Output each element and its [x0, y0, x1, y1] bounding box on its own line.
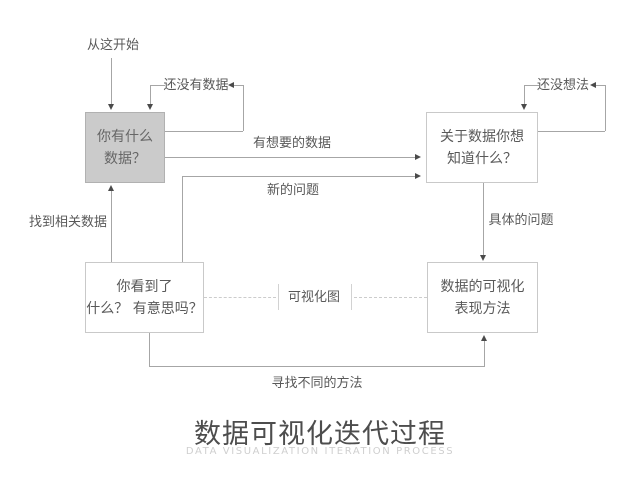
node-want-to-know: 关于数据你想 知道什么？: [426, 112, 538, 183]
label-new-question: 新的问题: [266, 183, 320, 198]
vischart-tick-right: [351, 284, 352, 310]
edge-specific-question: [483, 183, 484, 255]
label-find-different-method: 寻找不同的方法: [271, 376, 363, 391]
edge-noidea-out: [538, 131, 605, 132]
edge-vischart-dash-right: [354, 297, 427, 298]
edge-nodata-fromlabel: [150, 85, 165, 86]
edge-new-question-across: [182, 176, 415, 177]
node-have-data: 你有什么 数据？: [85, 112, 165, 183]
arrowhead-find-different-up-icon: [481, 335, 487, 341]
edge-find-different-up: [484, 341, 485, 366]
edge-vischart-dash-left: [204, 297, 276, 298]
node-want-to-know-line2: 知道什么？: [447, 150, 517, 167]
edge-find-related: [111, 191, 112, 262]
node-vis-method: 数据的可视化 表现方法: [427, 262, 538, 333]
page-subtitle: DATA VISUALIZATION ITERATION PROCESS: [185, 446, 455, 457]
arrowhead-noidea-down-icon: [521, 104, 527, 110]
edge-nodata-up: [243, 85, 244, 131]
arrowhead-nodata-down-icon: [147, 104, 153, 110]
arrowhead-noidea-left-icon: [590, 82, 596, 88]
label-no-data-yet: 还没有数据: [163, 78, 229, 93]
node-want-to-know-line1: 关于数据你想: [440, 128, 524, 145]
node-vis-method-line1: 数据的可视化: [440, 278, 525, 295]
edge-find-different-across: [149, 366, 485, 367]
arrowhead-new-question-right-icon: [415, 173, 421, 179]
label-specific-question: 具体的问题: [488, 213, 554, 228]
arrowhead-nodata-left-icon: [228, 82, 234, 88]
node-have-data-line2: 数据？: [104, 150, 146, 167]
edge-nodata-out: [165, 131, 243, 132]
edge-start-line: [111, 58, 112, 104]
label-find-related-data: 找到相关数据: [28, 215, 108, 230]
edge-noidea-fromlabel: [524, 85, 539, 86]
node-have-data-line1: 你有什么: [97, 128, 153, 145]
node-vis-method-line2: 表现方法: [454, 300, 511, 317]
edge-find-different-down: [149, 333, 150, 366]
edge-noidea-toplabel: [596, 85, 605, 86]
label-have-wanted-data: 有想要的数据: [252, 136, 332, 151]
vischart-tick-left: [278, 284, 279, 310]
label-visualization-chart: 可视化图: [287, 290, 341, 305]
edge-have-wanted-data: [165, 157, 415, 158]
edge-noidea-up: [605, 85, 606, 131]
page-title: 数据可视化迭代过程: [194, 419, 446, 450]
node-what-see-line1: 你看到了: [116, 278, 173, 295]
edge-noidea-down: [524, 85, 525, 104]
arrowhead-have-wanted-right-icon: [415, 154, 421, 160]
arrowhead-find-related-up-icon: [108, 185, 114, 191]
arrowhead-specific-down-icon: [480, 255, 486, 261]
label-start: 从这开始: [86, 38, 140, 53]
edge-new-question-up: [182, 176, 183, 262]
edge-nodata-down: [150, 85, 151, 104]
arrowhead-start-down-icon: [108, 104, 114, 110]
node-what-see: 你看到了 什么？ 有意思吗？: [85, 262, 204, 333]
edge-nodata-toplabel: [234, 85, 243, 86]
label-no-idea-yet: 还没想法: [536, 78, 590, 93]
node-what-see-line2: 什么？ 有意思吗？: [86, 300, 203, 317]
